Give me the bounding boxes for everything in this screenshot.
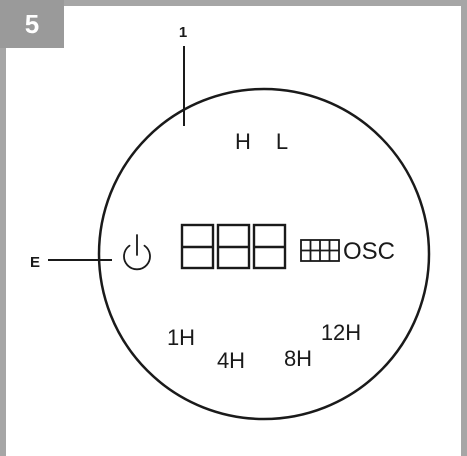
callout-1-label: 1 (179, 24, 187, 41)
display-panel-circle (97, 87, 431, 421)
power-icon[interactable] (123, 234, 151, 271)
timer-8h-label: 8H (284, 346, 312, 371)
callout-e-label: E (30, 254, 40, 271)
oscillation-label: OSC (343, 238, 395, 265)
timer-1h-label: 1H (167, 325, 195, 350)
seven-segment-digits (180, 223, 287, 270)
timer-4h-label: 4H (217, 348, 245, 373)
step-badge: 5 (0, 0, 64, 48)
speed-low-label: L (276, 129, 288, 154)
speed-high-label: H (235, 129, 251, 154)
grid-mode-icon (300, 239, 340, 262)
timer-12h-label: 12H (321, 320, 361, 345)
